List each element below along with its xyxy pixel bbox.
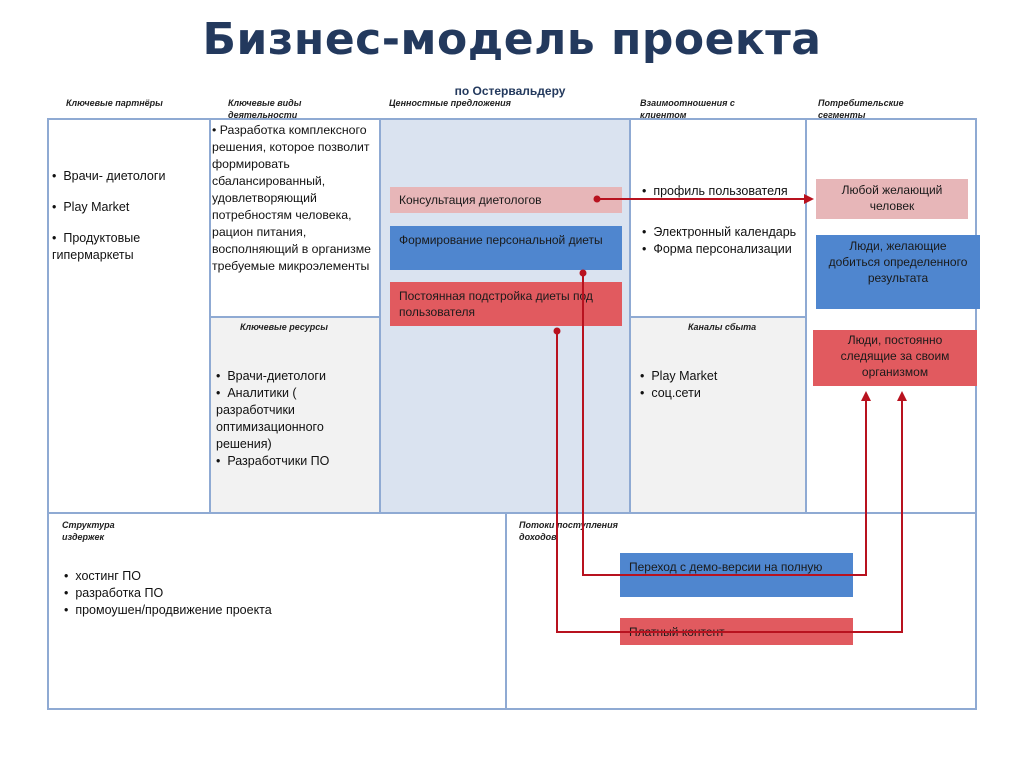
header-key-resources: Ключевые ресурсы [240,322,328,332]
list-item: • разработка ПО [64,586,164,600]
list-item: • профиль пользователя [642,184,788,198]
header-customer-relationships: Взаимоотношения с клиентом [640,98,735,120]
cost-structure-list: • хостинг ПО • разработка ПО • промоушен… [64,568,364,619]
list-item: • Play Market [52,200,130,214]
list-item: • Play Market [640,369,718,383]
list-item: • Врачи-диетологи [216,369,326,383]
cell-customer-segments [805,118,977,514]
list-item: • Продуктовые гипермаркеты [52,231,141,262]
list-item: • промоушен/продвижение проекта [64,603,272,617]
channels-list: • Play Market • соц.сети [640,368,790,402]
segment-box-anyone: Любой желающий человек [816,179,968,219]
list-item: • Врачи- диетологи [52,169,166,183]
list-item: • Форма персонализации [642,242,792,256]
value-box-consultation: Консультация диетологов [390,187,622,213]
customer-relationships-list: • профиль пользователя • Электронный кал… [642,183,802,258]
page-subtitle: по Остервальдеру [454,84,566,98]
header-value-propositions: Ценностные предложения [389,98,511,108]
list-item: • Аналитики ( разработчики оптимизационн… [216,386,324,451]
header-key-partners: Ключевые партнёры [66,98,163,108]
header-key-activities: Ключевые виды деятельности [228,98,302,120]
revenue-box-demo-upgrade: Переход с демо-версии на полную [620,553,853,597]
segment-box-results: Люди, желающие добиться определенного ре… [816,235,980,309]
header-customer-segments: Потребительские сегменты [818,98,904,120]
list-item: • Разработчики ПО [216,454,330,468]
header-revenue-streams: Потоки поступления доходов [519,520,618,542]
key-resources-list: • Врачи-диетологи • Аналитики ( разработ… [216,368,366,470]
list-item: • хостинг ПО [64,569,141,583]
segment-box-monitoring: Люди, постоянно следящие за своим органи… [813,330,977,386]
list-item: • соц.сети [640,386,701,400]
header-channels: Каналы сбыта [688,322,757,332]
cell-channels [629,316,807,514]
list-item: • Разработка комплексного решения, котор… [212,123,372,273]
list-item: • Электронный календарь [642,225,797,239]
page-title: Бизнес-модель проекта [202,14,822,65]
value-box-diet-adjustment: Постоянная подстройка диеты под пользова… [390,282,622,326]
key-partners-list: • Врачи- диетологи • Play Market • Проду… [52,168,202,264]
revenue-box-paid-content: Платный контент [620,618,853,645]
header-cost-structure: Структура издержек [62,520,115,542]
cell-key-resources [209,316,381,514]
value-box-personal-diet: Формирование персональной диеты [390,226,622,270]
key-activities-list: • Разработка комплексного решения, котор… [212,122,384,275]
